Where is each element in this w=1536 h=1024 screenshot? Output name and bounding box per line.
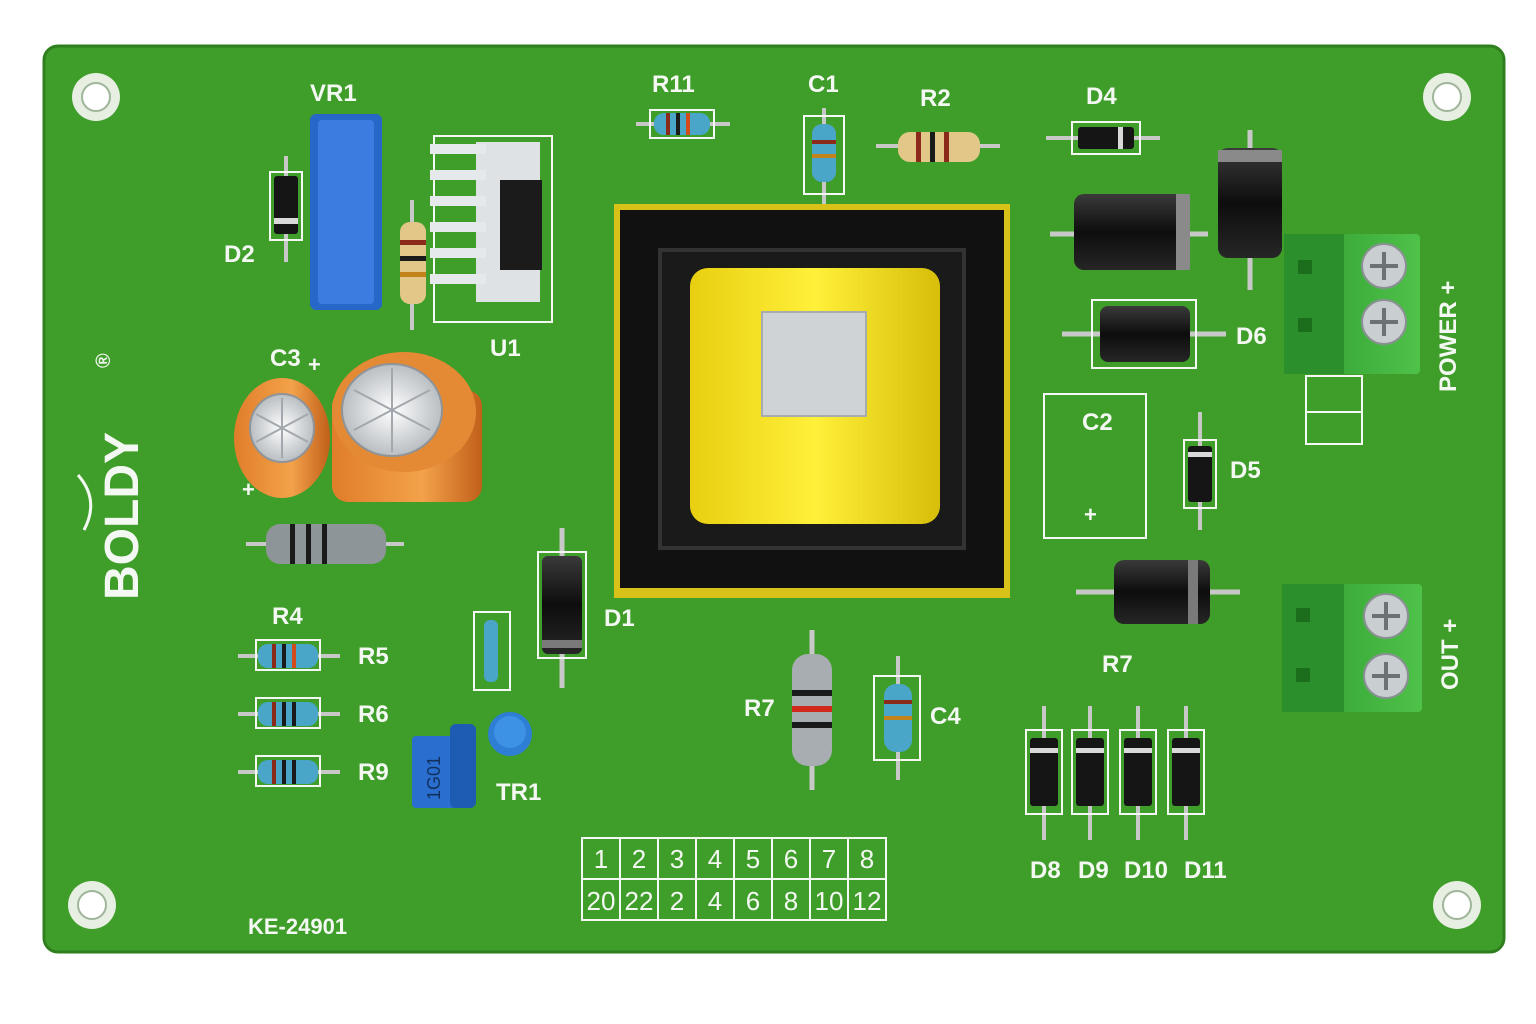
power-silkscreen-box: [1305, 375, 1363, 445]
r11-resistor: [636, 109, 730, 139]
d4-diode: [1046, 121, 1160, 155]
label-r9: R9: [358, 759, 389, 786]
d6-diode: [1062, 299, 1226, 369]
c4-component: [873, 656, 921, 780]
blue-box-capacitor: 1G01: [412, 724, 476, 808]
brand-swoosh: [76, 474, 93, 531]
pin-top-1: 1: [594, 844, 608, 874]
label-c3-lower-plus: +: [242, 477, 255, 502]
tr1-transistor: [488, 712, 532, 756]
d11-diode: [1167, 706, 1205, 840]
pin-table: 1 2 3 4 5 6 7 8 20 22 2 4 6 8 10 12: [581, 837, 887, 921]
label-out: OUT +: [1437, 619, 1464, 690]
pin-bottom-2: 2: [670, 886, 684, 916]
pin-bottom-10: 10: [815, 886, 844, 916]
label-vr1: VR1: [310, 80, 357, 107]
out-terminal-block: [1282, 584, 1422, 712]
mounting-holes: [68, 73, 1481, 929]
d5-diode: [1183, 412, 1217, 530]
r2-resistor: [876, 132, 1000, 162]
pin-bottom-22: 22: [625, 886, 654, 916]
label-r11: R11: [652, 71, 695, 98]
label-c1: C1: [808, 71, 839, 98]
r5-resistor: [238, 639, 340, 671]
part-number: KE-24901: [248, 914, 347, 939]
d9-diode: [1071, 706, 1109, 840]
pin-bottom-4: 4: [708, 886, 722, 916]
label-c2: C2: [1082, 409, 1113, 436]
label-r5: R5: [358, 643, 389, 670]
pin-top-8: 8: [860, 844, 874, 874]
label-c3: C3: [270, 345, 301, 372]
r9-resistor: [238, 755, 340, 787]
power-diode-vertical: [1218, 130, 1282, 290]
brand-text: BOLDY: [96, 432, 149, 600]
label-power: POWER +: [1435, 281, 1462, 392]
pin-bottom-12: 12: [853, 886, 882, 916]
transformer-label-foil: [761, 311, 867, 417]
u1-heatsink: [430, 135, 553, 323]
label-r6: R6: [358, 701, 389, 728]
d2-diode: [269, 156, 303, 262]
c1-component: [803, 108, 845, 204]
brand-logo: BOLDY ®: [93, 353, 149, 600]
label-d11: D11: [1184, 857, 1227, 884]
power-resistor-grey: [246, 524, 404, 564]
c2-footprint: [1043, 393, 1147, 539]
label-r7-right: R7: [1102, 651, 1133, 678]
label-d8: D8: [1030, 857, 1061, 884]
label-d2: D2: [224, 241, 255, 268]
d10-diode: [1119, 706, 1157, 840]
label-d1: D1: [604, 605, 635, 632]
d1-diode: [537, 528, 587, 688]
pcb-shading: [42, 44, 1506, 954]
label-d5: D5: [1230, 457, 1261, 484]
d8-diode: [1025, 706, 1063, 840]
registered-mark: ®: [93, 353, 115, 368]
label-d6: D6: [1236, 323, 1267, 350]
transformer: [614, 204, 1010, 598]
label-c3-plus: +: [308, 352, 321, 377]
small-blue-resistor: [473, 611, 511, 691]
tr1-body-marking: 1G01: [424, 756, 444, 800]
label-d10: D10: [1124, 857, 1168, 884]
label-c4: C4: [930, 703, 961, 730]
label-d9: D9: [1078, 857, 1109, 884]
label-d4: D4: [1086, 83, 1117, 110]
r7-resistor-vertical: [792, 630, 832, 790]
label-u1: U1: [490, 335, 521, 362]
pin-top-3: 3: [670, 844, 684, 874]
pin-top-2: 2: [632, 844, 646, 874]
label-r7-left: R7: [744, 695, 775, 722]
label-c2-plus: +: [1084, 502, 1097, 527]
label-tr1: TR1: [496, 779, 541, 806]
label-r2: R2: [920, 85, 951, 112]
label-r4: R4: [272, 603, 303, 630]
pin-bottom-8: 8: [784, 886, 798, 916]
pin-top-6: 6: [784, 844, 798, 874]
pin-bottom-20: 20: [587, 886, 616, 916]
power-diode-horizontal: [1050, 194, 1208, 270]
pin-top-7: 7: [822, 844, 836, 874]
c3-capacitor-small: [234, 378, 330, 498]
power-terminal-block: [1284, 234, 1420, 374]
pin-bottom-6: 6: [746, 886, 760, 916]
pin-top-4: 4: [708, 844, 722, 874]
vr1-potentiometer: [310, 114, 382, 310]
r6-resistor: [238, 697, 340, 729]
c3-capacitor-large: [332, 352, 482, 502]
resistor-vertical: [400, 200, 426, 330]
pin-top-5: 5: [746, 844, 760, 874]
r7-diode-horizontal: [1076, 560, 1240, 624]
